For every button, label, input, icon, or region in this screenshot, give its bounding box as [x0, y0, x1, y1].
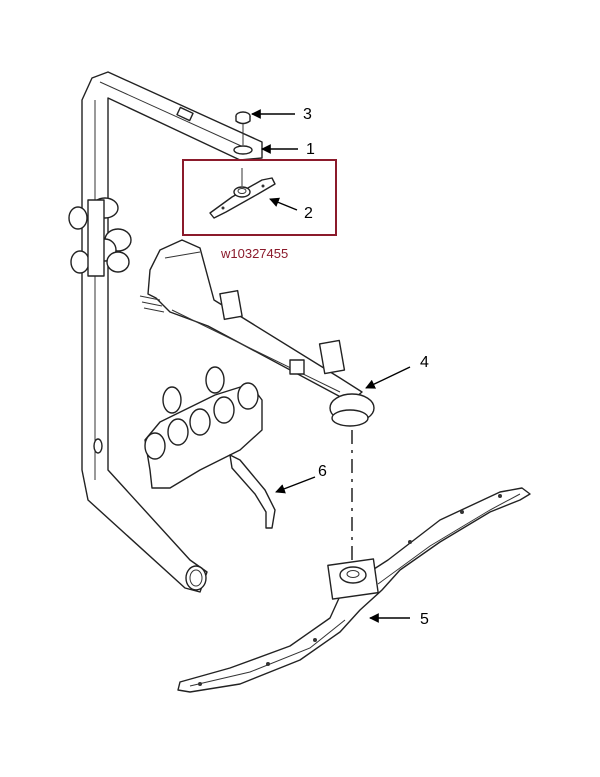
callout-1: 1 — [306, 141, 315, 158]
highlight-box — [182, 159, 337, 236]
basket-bracket — [144, 366, 276, 529]
callout-4: 4 — [420, 354, 429, 371]
callout-2: 2 — [304, 205, 313, 222]
leader-lines — [251, 109, 411, 623]
lower-spray-arm — [177, 487, 531, 693]
part-number-label: w10327455 — [220, 246, 288, 261]
callout-3: 3 — [303, 106, 312, 123]
upper-spray-arm — [209, 168, 276, 219]
tube-connector — [185, 565, 207, 591]
cap-part — [235, 111, 251, 145]
callout-6: 6 — [318, 463, 327, 480]
callout-5: 5 — [420, 611, 429, 628]
mid-spray-manifold — [139, 239, 375, 427]
supply-tube — [68, 71, 263, 593]
tube-clips — [68, 197, 132, 277]
